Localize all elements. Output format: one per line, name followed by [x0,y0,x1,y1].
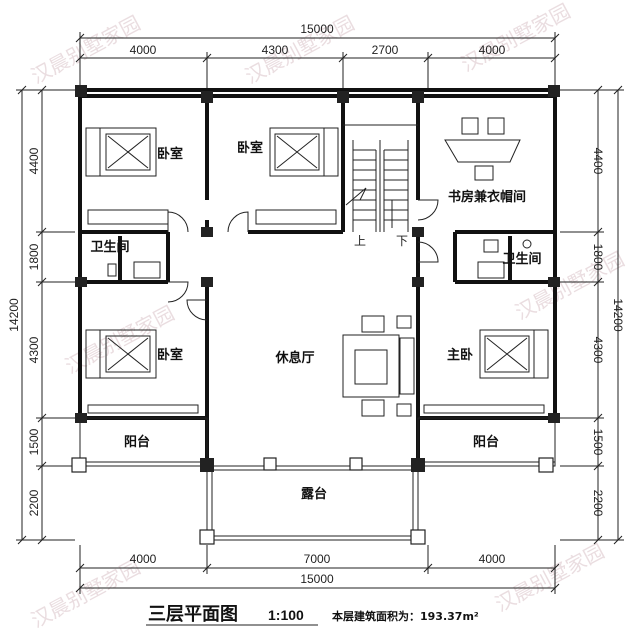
room-label-balcony-right: 阳台 [473,434,499,450]
right-dimension-5: 2200 [591,490,605,517]
right-dimension-4: 1500 [591,429,605,456]
columns [71,85,560,545]
top-total-dimension: 15000 [300,22,334,36]
bed-icon [479,329,549,379]
right-total-dimension: 14200 [611,298,625,332]
room-label-bath-right: 卫生间 [502,251,541,267]
balcony-railings [79,417,556,467]
desk-icon [444,117,521,181]
stair-down-label: 下 [396,234,408,248]
top-dimension-3: 2700 [372,43,399,57]
room-label-terrace: 露台 [301,486,327,502]
right-dimension-2: 1800 [591,244,605,271]
room-label-master: 主卧 [447,347,473,363]
terrace-outline [206,465,419,541]
bed-icon [85,329,157,379]
watermark-top-left: 汉晨别墅家园 [27,11,144,89]
plan-scale: 1:100 [268,607,304,623]
top-dimension-1: 4000 [130,43,157,57]
bottom-total-dimension: 15000 [300,572,334,586]
toilet-icon [107,239,532,279]
left-dimension-2: 1800 [27,243,41,270]
left-dimension-3: 4300 [27,336,41,363]
room-label-study: 书房兼衣帽间 [448,189,526,205]
watermark-bottom-left: 汉晨别墅家园 [27,555,144,633]
left-total-dimension: 14200 [7,298,21,332]
room-label-bedroom-2: 卧室 [237,140,263,156]
room-label-bath-left: 卫生间 [90,239,129,255]
floor-area-note: 本层建筑面积为：193.37m² [332,609,479,623]
staircase [345,140,409,232]
left-dimension-1: 4400 [27,147,41,174]
bottom-dimension-1: 4000 [130,552,157,566]
watermark-bottom-right: 汉晨别墅家园 [491,539,608,617]
right-dimension-lines [560,85,624,545]
bed-icon [269,127,339,177]
room-label-bedroom-1: 卧室 [157,146,183,162]
door-swings [167,199,439,321]
room-label-balcony-left: 阳台 [124,434,150,450]
room-label-bedroom-3: 卧室 [157,347,183,363]
bottom-dimension-3: 4000 [479,552,506,566]
bottom-dimension-2: 7000 [304,552,331,566]
bottom-dimension-lines [75,545,560,594]
right-dimension-1: 4400 [591,148,605,175]
top-dimension-4: 4000 [479,43,506,57]
plan-title: 三层平面图 [148,604,238,625]
right-dimension-3: 4300 [591,337,605,364]
left-dimension-lines [16,85,75,545]
top-dimension-2: 4300 [262,43,289,57]
left-dimension-4: 1500 [27,428,41,455]
bed-icon [85,127,157,177]
top-dimension-lines [75,32,560,90]
left-dimension-5: 2200 [27,489,41,516]
stair-up-label: 上 [354,234,366,248]
sofa-set-icon [342,315,415,417]
wardrobe-icon [87,209,545,414]
room-label-lounge: 休息厅 [274,350,314,366]
